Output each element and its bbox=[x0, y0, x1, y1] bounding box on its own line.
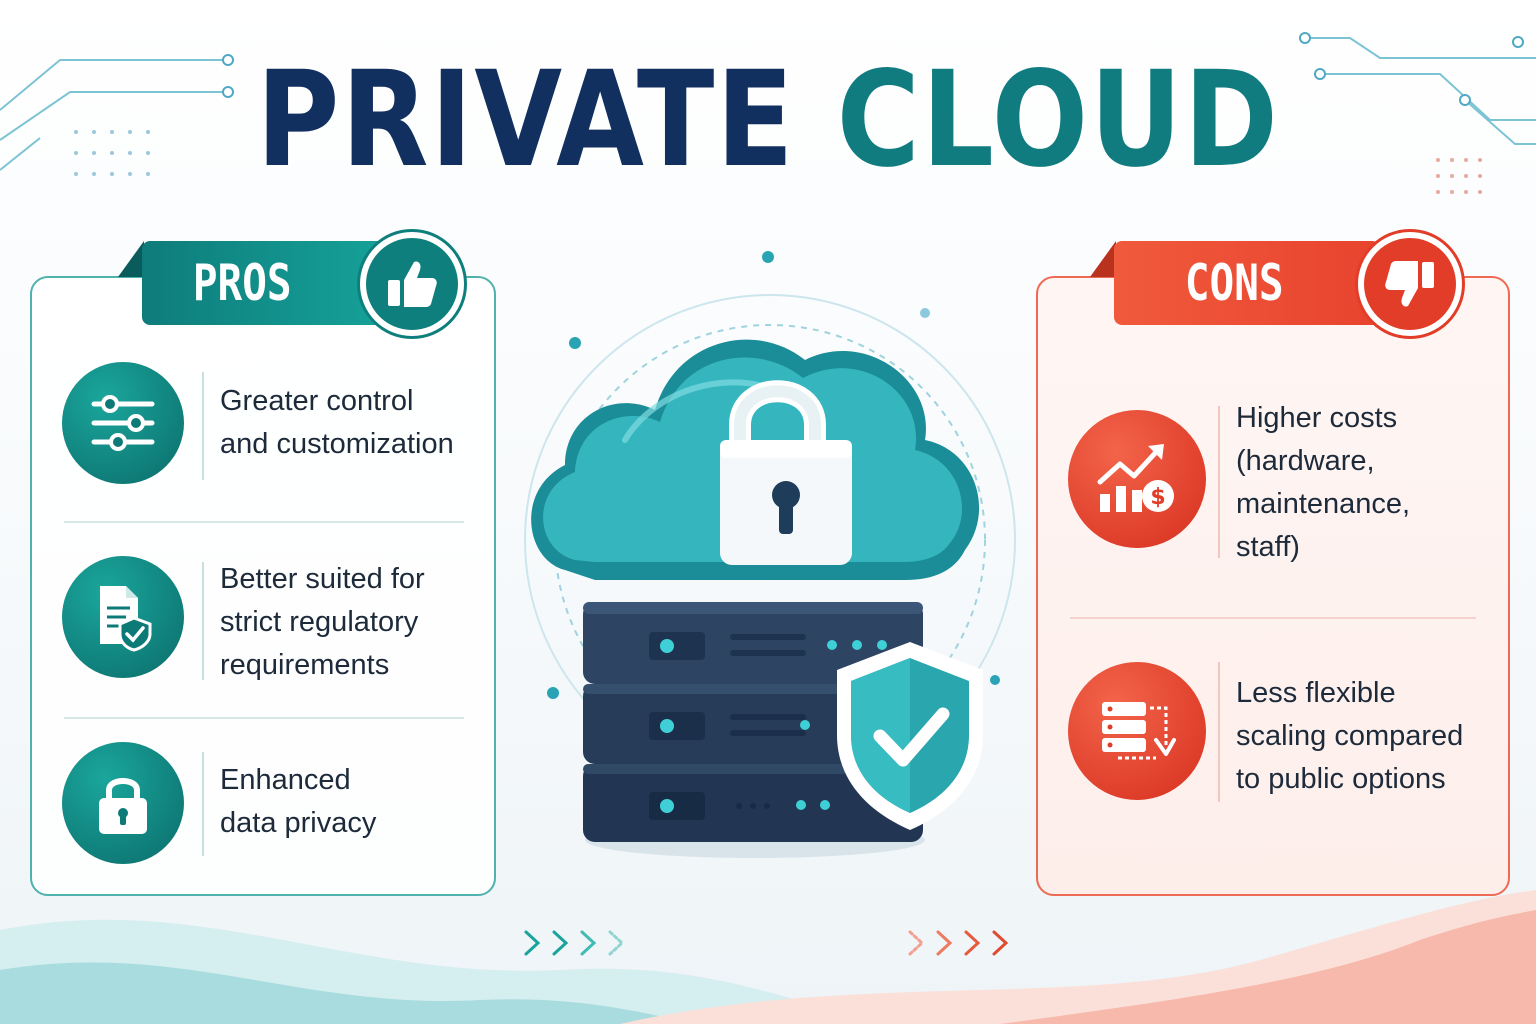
secure-cloud-server-icon bbox=[524, 251, 1016, 858]
pros-badge bbox=[360, 232, 464, 336]
cons-item-1-icon-circle: $ bbox=[1068, 410, 1206, 548]
pros-item-3-text: Enhanced data privacy bbox=[220, 764, 377, 839]
pros-item-3-icon-circle bbox=[62, 742, 184, 864]
pros-ribbon: PROS bbox=[142, 241, 396, 325]
rising-costs-icon: $ bbox=[1097, 444, 1174, 512]
pros-item-1-icon-circle bbox=[62, 362, 184, 484]
pros-separator-2 bbox=[64, 717, 464, 719]
pros-item-2-text: Better suited for strict regulatory requ… bbox=[220, 563, 425, 681]
chevron-decoration-left bbox=[524, 930, 625, 956]
thumbs-down-icon bbox=[1385, 261, 1434, 307]
scaling-servers-icon bbox=[1102, 702, 1176, 760]
svg-text:$: $ bbox=[1150, 485, 1165, 510]
pros-ribbon-fold bbox=[118, 241, 144, 277]
cons-item-2-icon-circle bbox=[1068, 662, 1206, 800]
cons-separator-1 bbox=[1070, 617, 1476, 619]
circuit-decoration-left bbox=[0, 54, 234, 176]
bottom-wave-decoration bbox=[0, 890, 1536, 1024]
circuit-decoration-right bbox=[1299, 32, 1536, 194]
sliders-icon bbox=[91, 395, 155, 451]
pros-item-2-icon-circle bbox=[62, 556, 184, 678]
cons-badge bbox=[1358, 232, 1462, 336]
compliance-document-icon bbox=[100, 586, 152, 652]
padlock-icon bbox=[99, 778, 147, 834]
cons-panel bbox=[1036, 276, 1510, 896]
pros-item-1-text: Greater control and customization bbox=[220, 385, 454, 460]
cons-label: CONS bbox=[1184, 254, 1284, 312]
pros-item-2-divider bbox=[202, 562, 204, 680]
title-word-cloud: CLOUD bbox=[836, 43, 1280, 197]
title-word-private: PRIVATE bbox=[256, 43, 796, 197]
pros-label: PROS bbox=[192, 254, 292, 312]
chevron-decoration-right bbox=[908, 930, 1009, 956]
pros-item-3-divider bbox=[202, 752, 204, 856]
page-title: PRIVATE CLOUD bbox=[108, 47, 1429, 193]
cons-ribbon-fold bbox=[1090, 241, 1116, 277]
cons-item-2-divider bbox=[1218, 662, 1220, 802]
cons-ribbon: CONS bbox=[1114, 241, 1380, 325]
cons-item-1-divider bbox=[1218, 406, 1220, 558]
cons-item-1-text: Higher costs (hardware, maintenance, sta… bbox=[1236, 402, 1411, 563]
thumbs-up-icon bbox=[388, 261, 437, 307]
pros-separator-1 bbox=[64, 521, 464, 523]
pros-item-1-divider bbox=[202, 372, 204, 480]
cons-item-2-text: Less flexible scaling compared to public… bbox=[1236, 677, 1464, 795]
